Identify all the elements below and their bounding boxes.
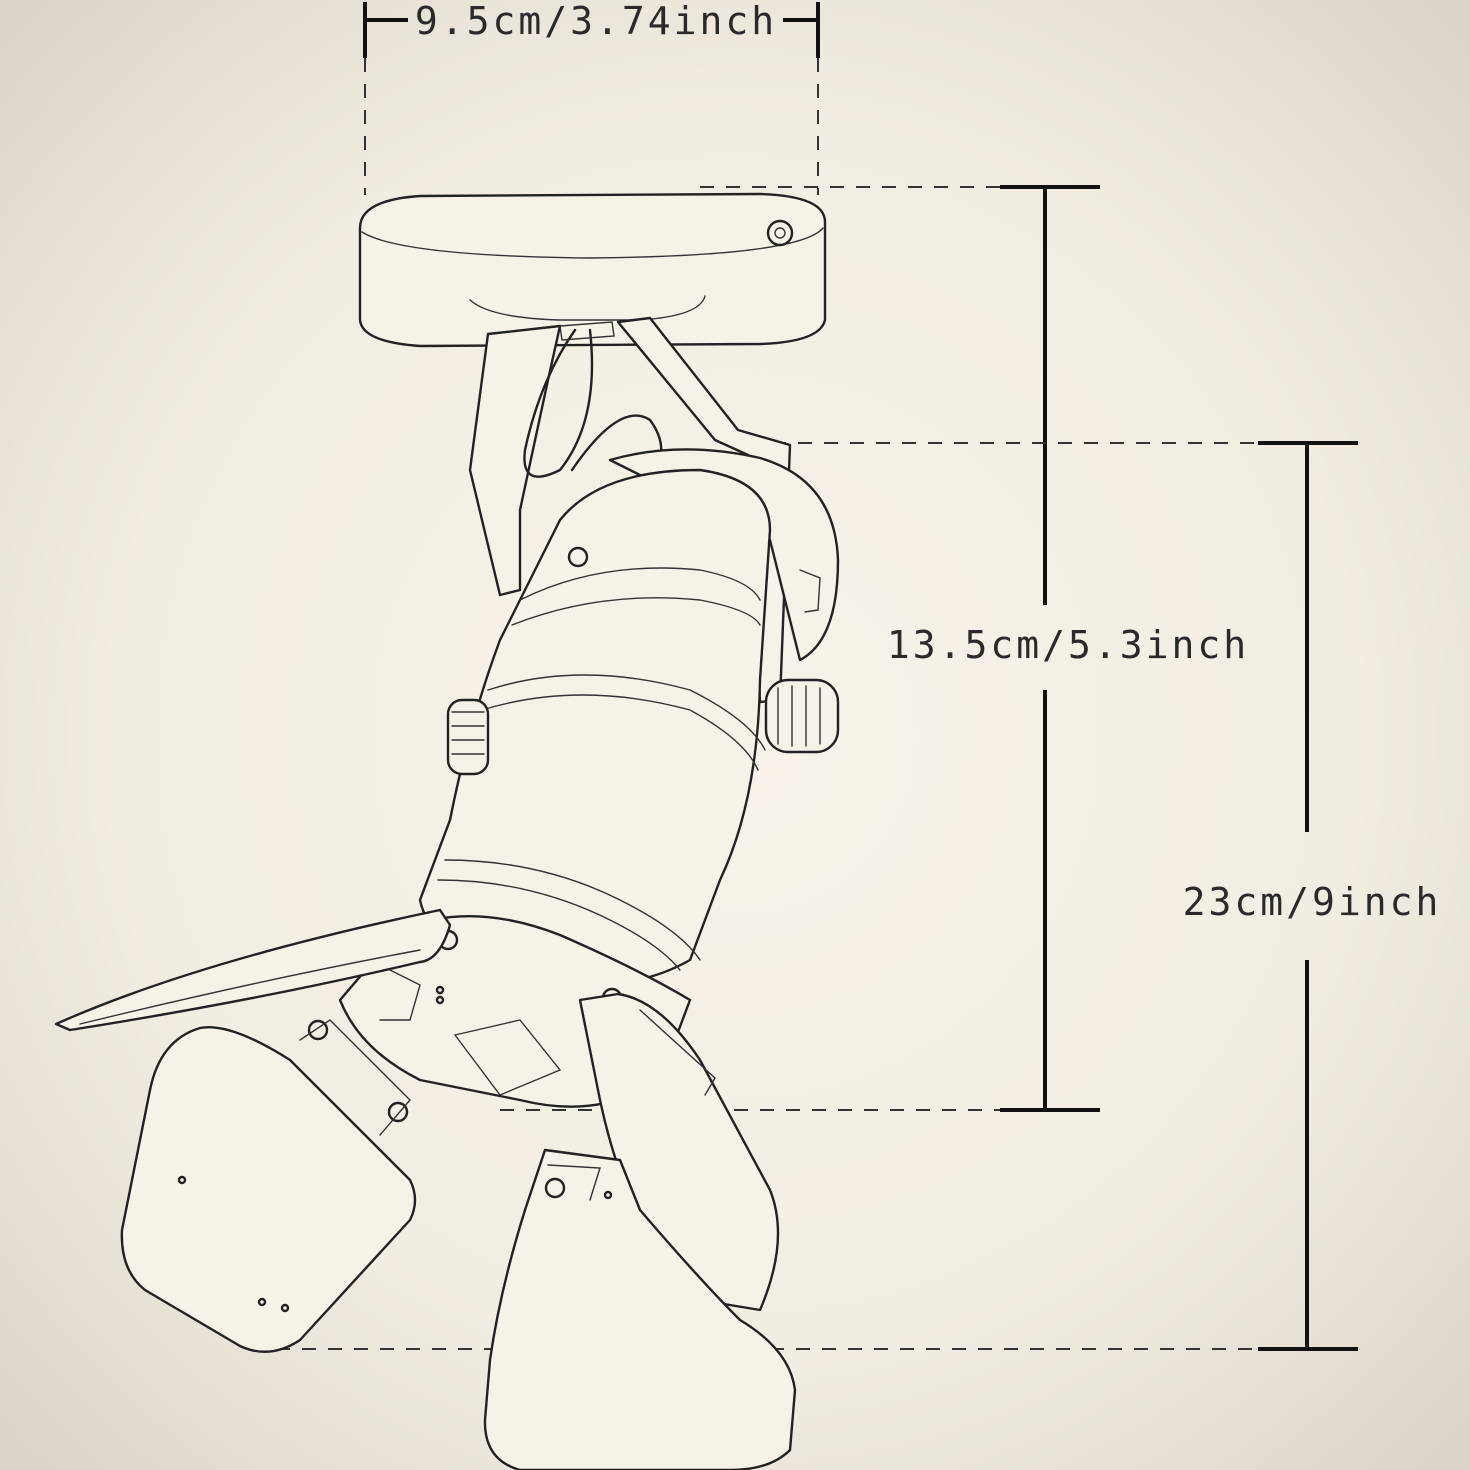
lamp-height-label: 13.5cm/5.3inch: [887, 623, 1249, 667]
total-height-label: 23cm/9inch: [1183, 880, 1442, 924]
barn-door-left-flap: [54, 908, 452, 1032]
barn-door-lower-left-flap: [120, 1019, 417, 1353]
width-dimension: 9.5cm/3.74inch: [363, 0, 820, 195]
spotlight-lamp-sketch: [54, 192, 840, 1470]
ceiling-plate: [358, 192, 827, 348]
lamp-cylinder: [418, 448, 840, 986]
barn-door-bottom-flap: [483, 1148, 797, 1470]
width-label: 9.5cm/3.74inch: [415, 0, 777, 43]
total-height-dimension: 23cm/9inch: [250, 441, 1442, 1351]
lamp-height-dimension: 13.5cm/5.3inch: [500, 185, 1249, 1112]
